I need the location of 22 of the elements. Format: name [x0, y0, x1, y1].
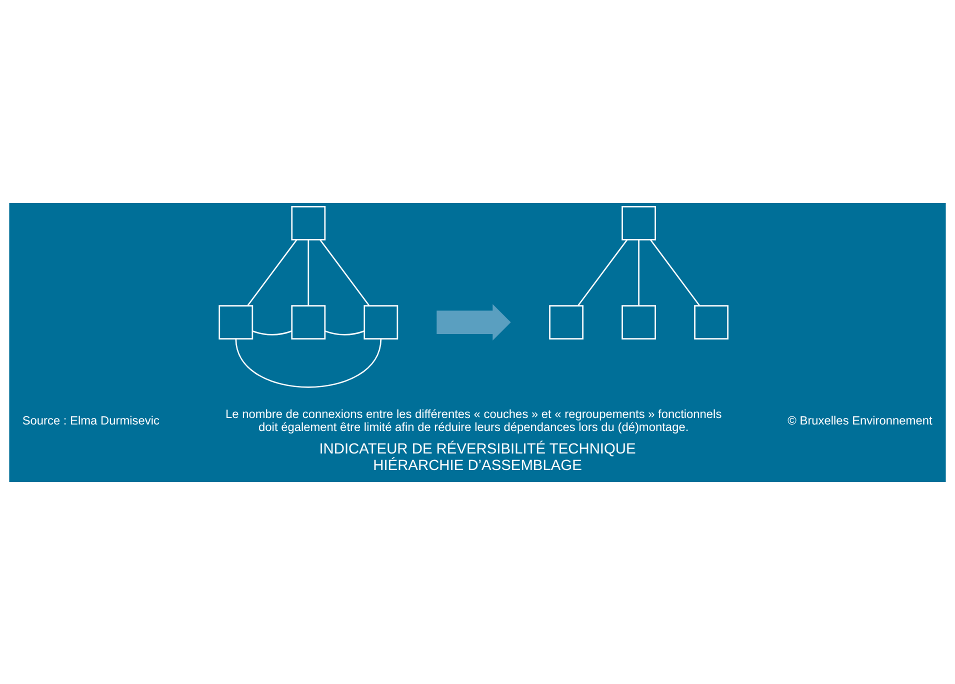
connector: [320, 238, 370, 306]
connector: [650, 238, 700, 306]
diagram-title: INDICATEUR DE RÉVERSIBILITÉ TECHNIQUE HIÉRARCHIE D’ASSEMBLAGE: [319, 440, 636, 474]
node-box: [364, 304, 398, 340]
connector: [638, 239, 640, 305]
node-arrow: [436, 304, 511, 340]
node-box: [694, 304, 728, 340]
connector: [578, 238, 628, 306]
connector: [308, 239, 310, 305]
label: © Bruxelles Environnement: [788, 413, 932, 428]
label: Le nombre de connexions entre les différentes « couches » et « regroupements » fonctionnels doit également être limité afin de réduire leurs dépendances lors du (dé)montage.: [226, 406, 722, 434]
node-box: [291, 304, 326, 340]
connector: [247, 238, 298, 306]
connector: [324, 330, 365, 335]
connector: [252, 330, 292, 335]
node-box: [291, 205, 326, 240]
node-box: [218, 304, 254, 340]
node-box: [549, 304, 584, 340]
label: Source : Elma Durmisevic: [22, 413, 160, 428]
node-box: [622, 205, 656, 240]
connector: [235, 338, 382, 388]
node-box: [622, 304, 656, 340]
